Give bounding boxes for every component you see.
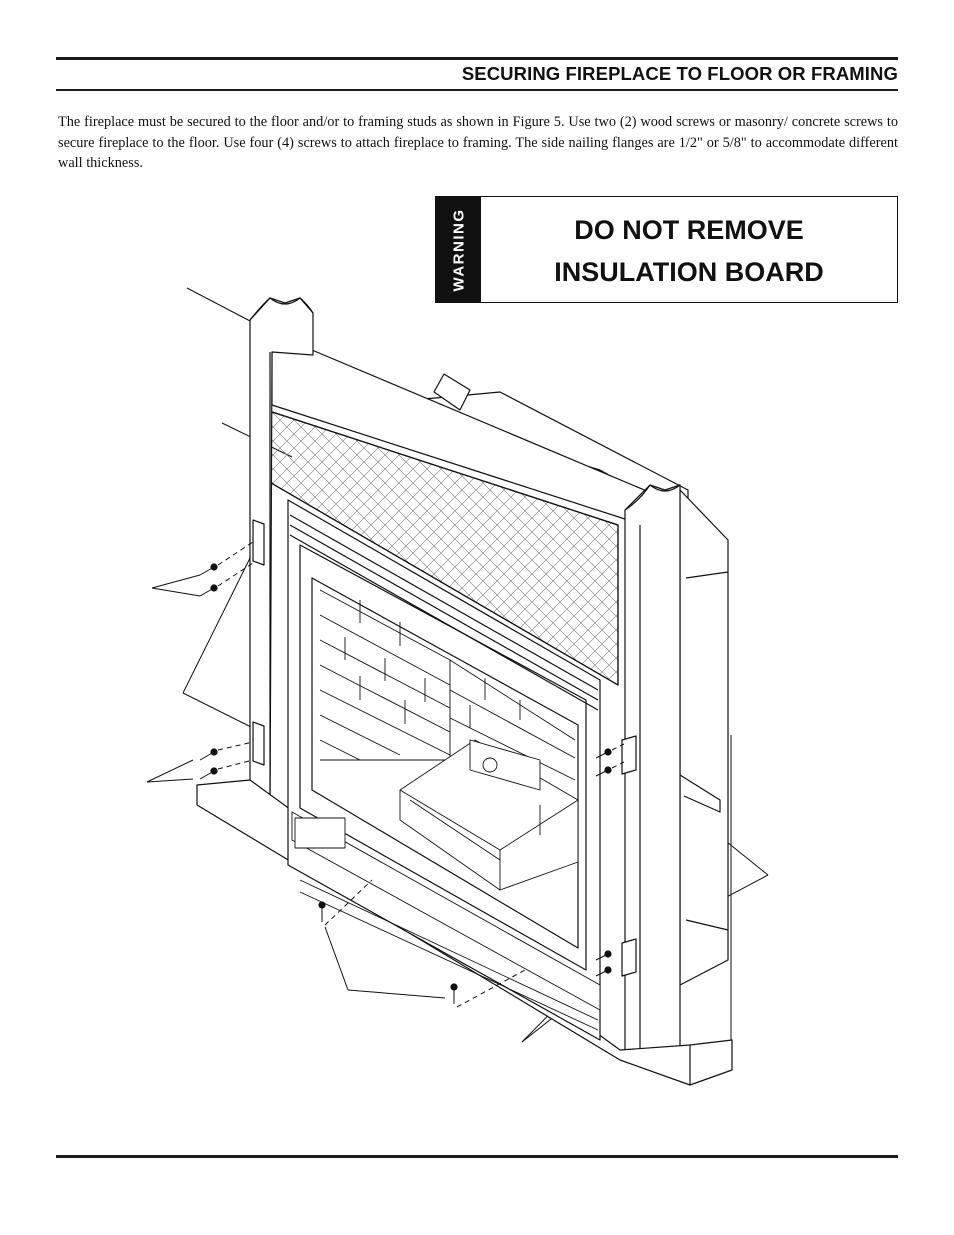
bottom-rule <box>56 1155 898 1158</box>
warning-line-1: DO NOT REMOVE <box>574 215 804 245</box>
warning-message: DO NOT REMOVE INSULATION BOARD <box>481 209 897 293</box>
nailing-flange-left <box>252 519 265 766</box>
section-title: SECURING FIREPLACE TO FLOOR OR FRAMING <box>461 63 898 84</box>
screw-icon <box>199 541 625 1008</box>
burner-assembly <box>399 739 579 891</box>
brick-panel <box>319 589 576 781</box>
nailing-flange-right <box>621 735 637 977</box>
warning-box: WARNING DO NOT REMOVE INSULATION BOARD <box>435 196 898 303</box>
warning-tab: WARNING <box>436 197 481 302</box>
heading-rule <box>56 89 898 91</box>
control-panel <box>291 811 601 1031</box>
top-rule <box>56 57 898 60</box>
right-framing-stud <box>624 484 681 1060</box>
instructions-paragraph: The fireplace must be secured to the flo… <box>58 114 898 171</box>
warning-line-2: INSULATION BOARD <box>554 257 824 287</box>
